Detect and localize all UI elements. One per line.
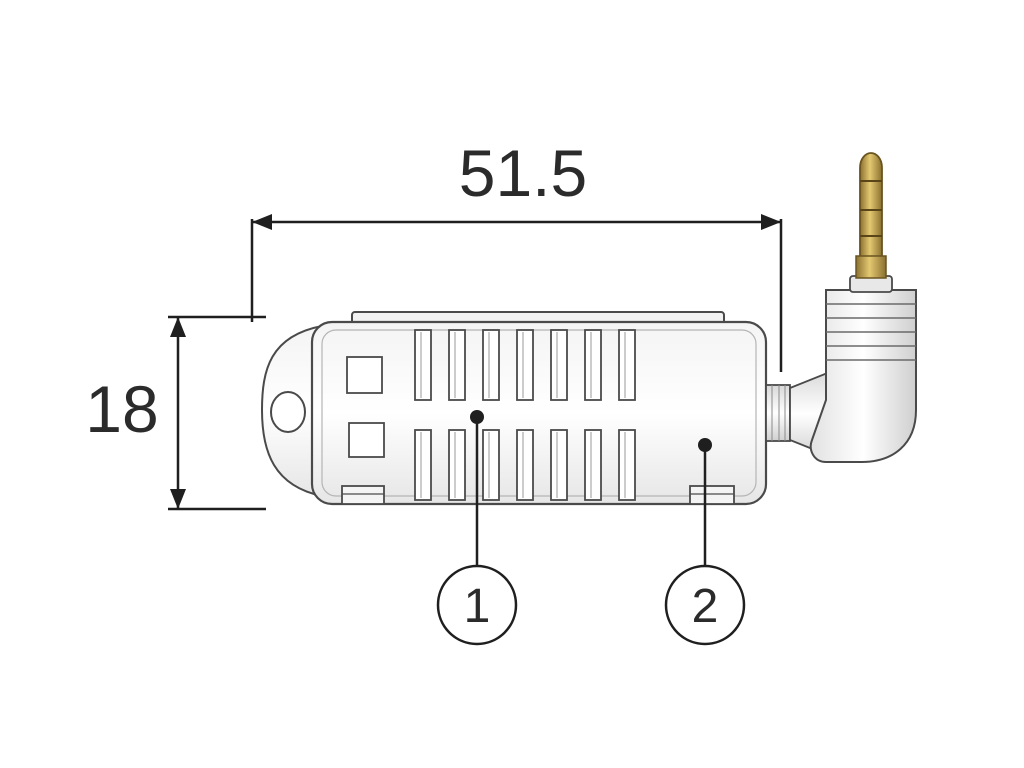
housing bbox=[310, 320, 768, 506]
vent-slot bbox=[516, 329, 534, 401]
housing-inner-edge bbox=[321, 329, 757, 497]
vent-slot bbox=[550, 329, 568, 401]
angled-plug-connector bbox=[765, 152, 917, 463]
square-window-bottom bbox=[348, 422, 385, 458]
vent-slots-top bbox=[414, 329, 636, 401]
vent-slot bbox=[448, 429, 466, 501]
vent-slot bbox=[482, 329, 500, 401]
vent-slot bbox=[550, 429, 568, 501]
cable-neck bbox=[765, 384, 791, 442]
plug-body bbox=[809, 289, 917, 463]
vent-slot bbox=[618, 429, 636, 501]
height-value: 18 bbox=[85, 372, 158, 446]
callout-2: 2 bbox=[664, 438, 746, 646]
vent-slot bbox=[414, 429, 432, 501]
pin-insulator-rings bbox=[860, 180, 882, 237]
vent-slot bbox=[618, 329, 636, 401]
callout-1-circle bbox=[436, 564, 518, 646]
callout-1: 1 bbox=[436, 410, 518, 646]
vent-slot bbox=[584, 429, 602, 501]
gold-plug-pin bbox=[859, 152, 883, 277]
height-dimension: 18 bbox=[85, 315, 266, 511]
height-arrow-bottom bbox=[170, 489, 186, 509]
vent-slot bbox=[448, 329, 466, 401]
length-arrow-right bbox=[761, 214, 781, 230]
bottom-clip-right bbox=[689, 485, 735, 505]
length-arrow-left bbox=[252, 214, 272, 230]
length-dimension: 51.5 bbox=[250, 136, 783, 372]
bottom-clip-left bbox=[341, 485, 385, 505]
mounting-hole bbox=[270, 391, 306, 433]
vent-slot bbox=[584, 329, 602, 401]
vent-slot bbox=[482, 429, 500, 501]
vent-shading-bottom bbox=[420, 432, 626, 498]
sensor-body bbox=[260, 311, 768, 506]
pin-base bbox=[855, 255, 887, 279]
callout-2-circle bbox=[664, 564, 746, 646]
vent-slot bbox=[516, 429, 534, 501]
height-arrow-top bbox=[170, 317, 186, 337]
square-window-top bbox=[346, 356, 383, 394]
vent-slots-bottom bbox=[414, 429, 636, 501]
callout-1-label: 1 bbox=[464, 580, 491, 633]
plug-rings bbox=[826, 303, 916, 361]
vent-slot bbox=[414, 329, 432, 401]
callout-2-label: 2 bbox=[692, 580, 719, 633]
length-value: 51.5 bbox=[459, 136, 587, 210]
vent-shading-top bbox=[420, 332, 626, 398]
